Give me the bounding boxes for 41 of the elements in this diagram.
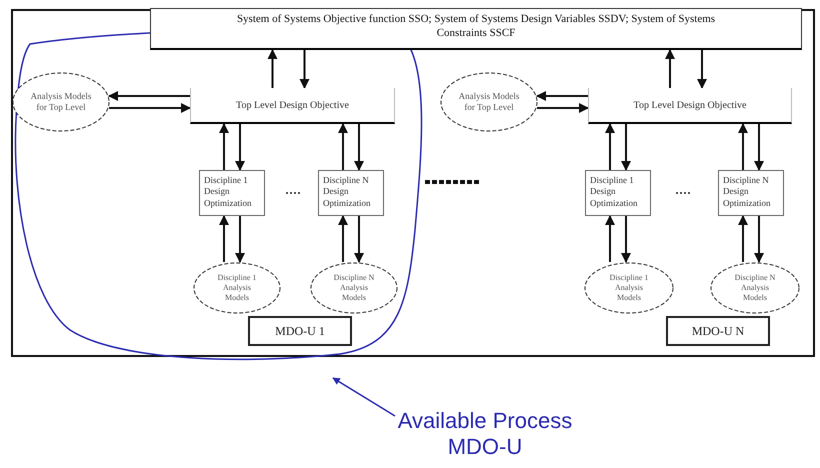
arrow	[605, 123, 615, 170]
arrow	[235, 216, 245, 263]
arrow	[235, 124, 245, 171]
arrow	[738, 215, 748, 262]
process-box: Discipline 1 Design Optimization	[585, 170, 651, 216]
analysis-ellipse: Discipline N Analysis Models	[310, 262, 398, 314]
arrow	[109, 103, 191, 113]
callout-text: Available Process MDO-U	[370, 408, 600, 464]
arrow	[354, 216, 364, 263]
analysis-ellipse: Analysis Models for Top Level	[12, 72, 110, 132]
arrow	[697, 50, 707, 89]
unit-label-box: MDO-U 1	[248, 316, 352, 346]
process-box: Discipline N Design Optimization	[318, 170, 384, 216]
arrow	[219, 123, 229, 170]
arrow	[338, 123, 348, 170]
arrow	[219, 215, 229, 262]
arrow	[536, 91, 588, 101]
arrow	[605, 215, 615, 262]
arrow	[665, 49, 675, 88]
arrow	[338, 215, 348, 262]
arrow	[354, 124, 364, 171]
arrow	[621, 216, 631, 263]
arrow	[754, 124, 764, 171]
objective-box: Top Level Design Objective	[190, 88, 395, 124]
analysis-ellipse: Discipline N Analysis Models	[710, 262, 800, 314]
arrow	[300, 50, 310, 89]
arrow	[738, 123, 748, 170]
arrow	[621, 124, 631, 171]
arrow	[268, 49, 278, 88]
arrow	[537, 103, 589, 113]
unit-label-box: MDO-U N	[666, 316, 770, 346]
process-box: Discipline 1 Design Optimization	[199, 170, 265, 216]
analysis-ellipse: Analysis Models for Top Level	[440, 72, 538, 132]
process-box: Discipline N Design Optimization	[718, 170, 784, 216]
objective-box: System of Systems Objective function SSO; System of Systems Design Variables SSDV; System of Systems Constraints SSCF	[150, 8, 802, 50]
arrow	[108, 91, 190, 101]
arrow	[754, 216, 764, 263]
analysis-ellipse: Discipline 1 Analysis Models	[584, 262, 674, 314]
objective-box: Top Level Design Objective	[588, 88, 792, 124]
analysis-ellipse: Discipline 1 Analysis Models	[193, 262, 281, 314]
arrow	[332, 377, 396, 417]
